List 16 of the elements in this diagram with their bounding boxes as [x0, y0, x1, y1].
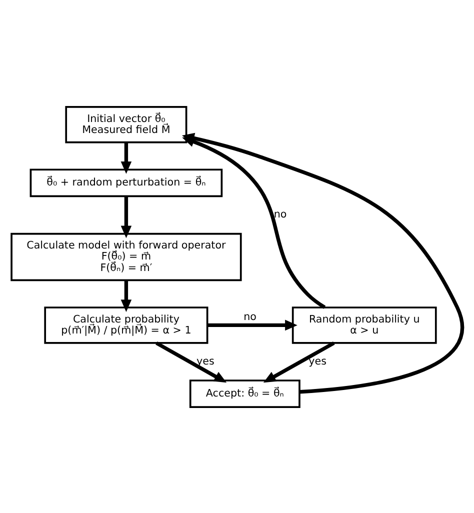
arrow	[120, 142, 132, 174]
arrow	[156, 340, 227, 382]
arrow	[120, 196, 132, 238]
node-box: Calculate model with forward operator F(θ⃗₀) = m⃗ F(θ⃗ₙ) = m⃗′	[10, 232, 242, 281]
edge-label: no	[274, 208, 287, 220]
edge-label: no	[244, 310, 257, 323]
node-box: Initial vector θ⃗₀ Measured field M⃗	[65, 106, 188, 143]
node-box: θ⃗₀ + random perturbation = θ⃗ₙ	[30, 168, 223, 197]
edge-label: yes	[196, 354, 214, 367]
edge-label: yes	[308, 354, 326, 367]
arrow	[208, 319, 298, 330]
arrow	[120, 280, 132, 312]
node-box: Calculate probability p(m⃗′|M⃗) / p(m⃗|M⃗) = α > 1	[44, 306, 208, 344]
node-box: Random probability u α > u	[292, 306, 437, 344]
arrow	[263, 340, 335, 382]
node-box: Accept: θ⃗₀ = θ⃗ₙ	[189, 379, 300, 408]
